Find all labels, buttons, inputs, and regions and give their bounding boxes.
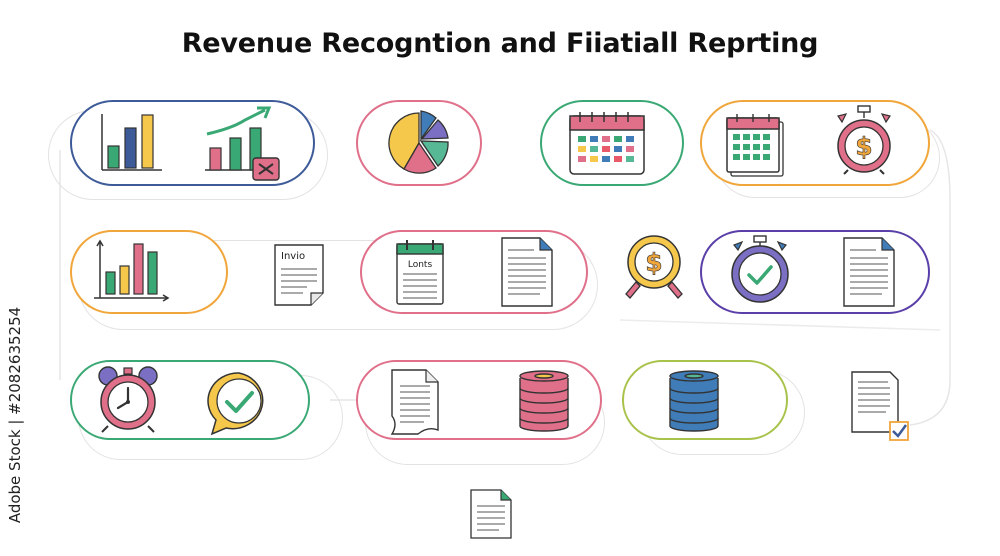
calendar-tag: Lonts	[408, 260, 433, 270]
svg-text:$: $	[855, 132, 872, 161]
document-icon	[469, 488, 513, 540]
calendar-stack-icon	[725, 112, 785, 178]
document-icon	[842, 236, 896, 308]
blue-coin-stack-icon	[666, 366, 722, 434]
page-title: Revenue Recogntion and Fiiatiall Reprtin…	[181, 28, 819, 59]
alarm-clock-icon	[96, 366, 160, 434]
bar-chart-icon	[100, 112, 164, 172]
dollar-magnifier-icon: $	[622, 232, 692, 304]
calendar-notes-icon: Lonts	[395, 238, 445, 306]
curled-document-icon	[388, 368, 440, 436]
invoice-tag: Invio	[281, 251, 305, 262]
invoice-document-icon: Invio	[273, 243, 325, 307]
watermark-text: Adobe Stock | #2082635254	[6, 306, 24, 524]
pill-calendar	[540, 100, 684, 186]
stopwatch-dollar-icon: $	[834, 104, 894, 176]
stopwatch-check-icon	[728, 234, 792, 304]
calendar-icon	[568, 110, 646, 176]
pink-coin-stack-icon	[516, 368, 572, 432]
document-icon	[500, 236, 554, 308]
check-bubble-icon	[206, 370, 272, 436]
stock-watermark: Adobe Stock | #2082635254	[0, 300, 30, 530]
svg-text:$: $	[645, 248, 662, 277]
checked-document-icon	[850, 370, 912, 442]
axis-bar-chart-icon	[92, 239, 172, 306]
growth-chart-icon	[203, 106, 283, 182]
pie-chart-icon	[386, 110, 452, 176]
